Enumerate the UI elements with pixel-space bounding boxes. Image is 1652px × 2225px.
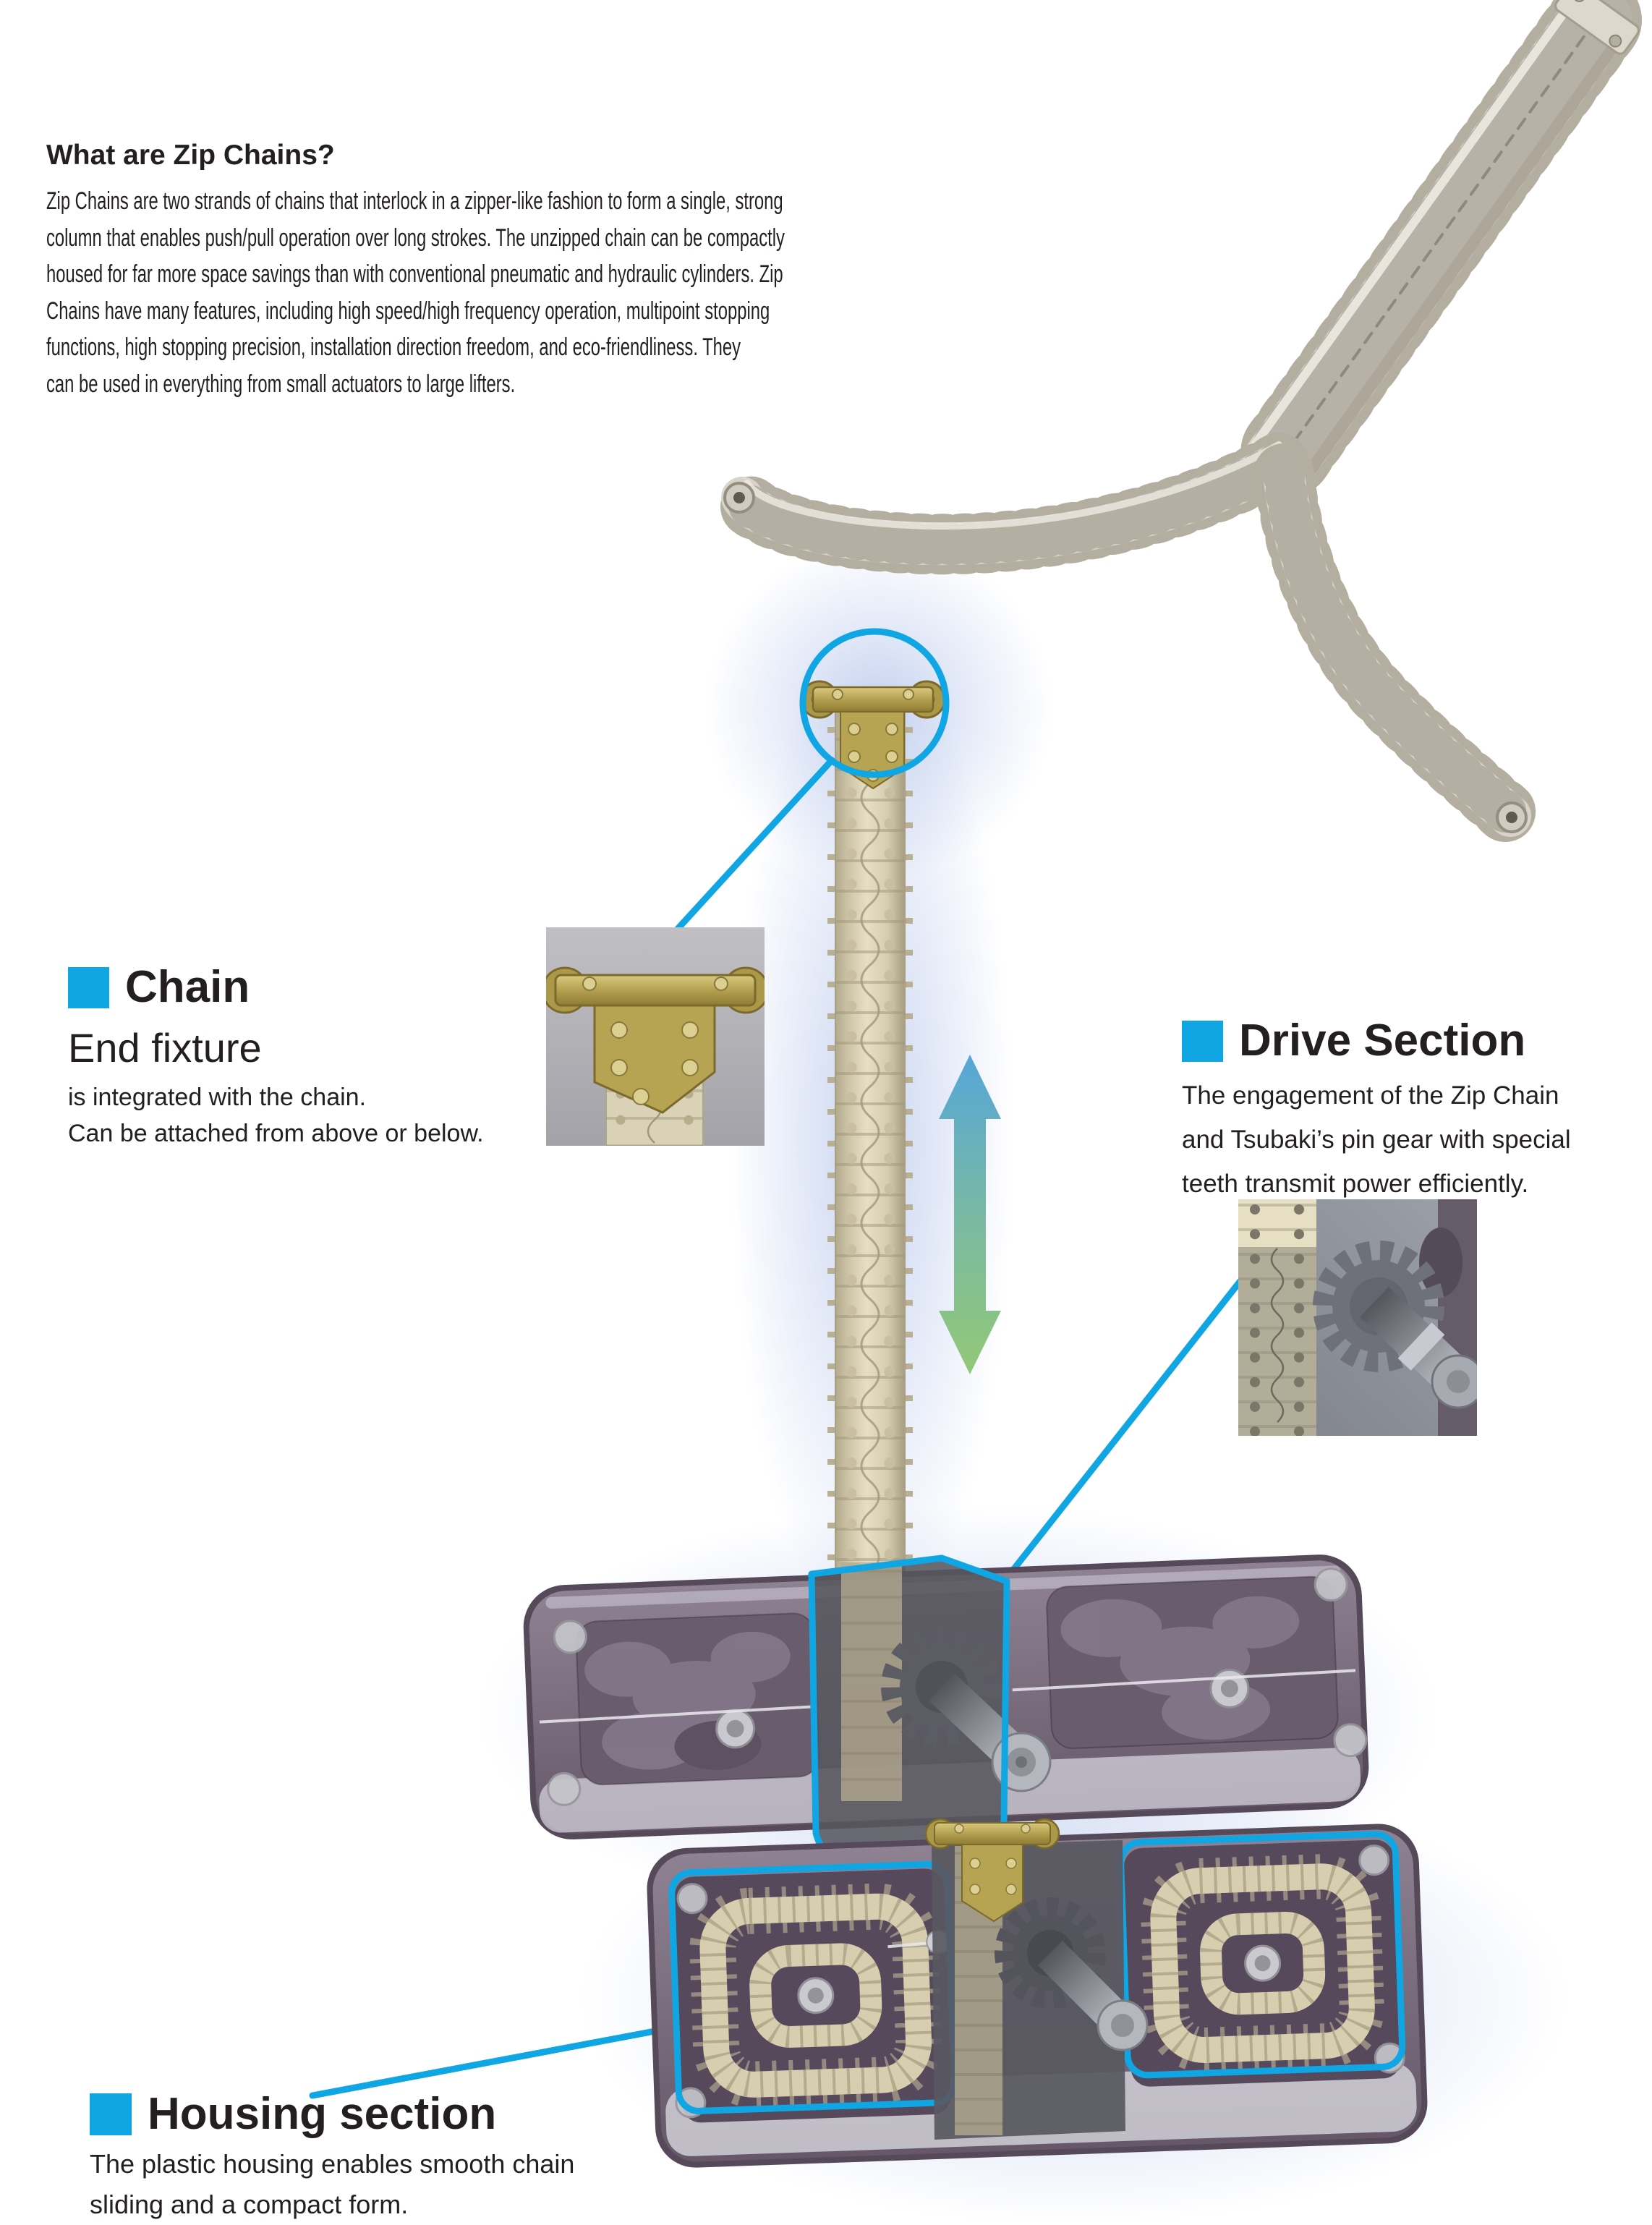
end-fixture-inset: [546, 927, 765, 1146]
chain-label-row: Chain: [68, 965, 484, 1010]
intro-paragraph: Zip Chains are two strands of chains tha…: [46, 183, 887, 402]
intro-line: column that enables push/pull operation …: [46, 224, 785, 252]
drive-description-line: teeth transmit power efficiently.: [1182, 1170, 1529, 1198]
intro-line: functions, high stopping precision, inst…: [46, 333, 741, 361]
housing-description-line: sliding and a compact form.: [90, 2190, 409, 2219]
drive-inset: [1238, 1199, 1477, 1436]
drive-description-line: The engagement of the Zip Chain: [1182, 1081, 1559, 1110]
intro-heading: What are Zip Chains?: [46, 140, 335, 171]
chain-label-block: Chain End fixture is integrated with the…: [68, 965, 484, 1152]
drive-description-line: and Tsubaki’s pin gear with special: [1182, 1126, 1571, 1154]
housing-title: Housing section: [148, 2089, 497, 2139]
up-down-arrow-icon: [939, 1055, 1001, 1374]
housing-description: The plastic housing enables smooth chain…: [90, 2144, 574, 2225]
section-bullet-icon: [90, 2093, 132, 2135]
section-bullet-icon: [68, 966, 109, 1008]
unzipped-chain-illustration: [712, 0, 1642, 846]
chain-description: is integrated with the chain. Can be att…: [68, 1079, 484, 1152]
drive-description: The engagement of the Zip Chain and Tsub…: [1182, 1073, 1571, 1206]
housing-assembly: [523, 1554, 1369, 1839]
drive-label-row: Drive Section: [1182, 1018, 1571, 1063]
callout-line-housing: [309, 2022, 689, 2099]
housing-label-block: Housing section The plastic housing enab…: [90, 2092, 574, 2225]
section-bullet-icon: [1182, 1020, 1223, 1062]
callout-line-end-fixture: [674, 757, 835, 932]
intro-line: Chains have many features, including hig…: [46, 297, 770, 325]
chain-subtitle: End fixture: [68, 1025, 262, 1071]
housing-drive-box: [924, 1818, 1149, 2140]
housing-description-line: The plastic housing enables smooth chain: [90, 2149, 575, 2179]
drive-label-block: Drive Section The engagement of the Zip …: [1182, 1018, 1571, 1206]
chain-title: Chain: [125, 962, 250, 1012]
chain-column-illustration: [827, 707, 913, 1622]
chain-description-line: Can be attached from above or below.: [68, 1120, 484, 1147]
drive-title: Drive Section: [1239, 1016, 1526, 1065]
intro-line: can be used in everything from small act…: [46, 370, 516, 398]
end-fixture-gold: [800, 680, 946, 790]
callout-line-drive: [986, 1278, 1243, 1604]
callout-circle: [799, 628, 950, 778]
housing-label-row: Housing section: [90, 2092, 574, 2137]
intro-line: housed for far more space savings than w…: [46, 260, 783, 288]
drive-box: [808, 1554, 1052, 1866]
intro-line: Zip Chains are two strands of chains tha…: [46, 187, 783, 215]
chain-description-line: is integrated with the chain.: [68, 1084, 367, 1111]
